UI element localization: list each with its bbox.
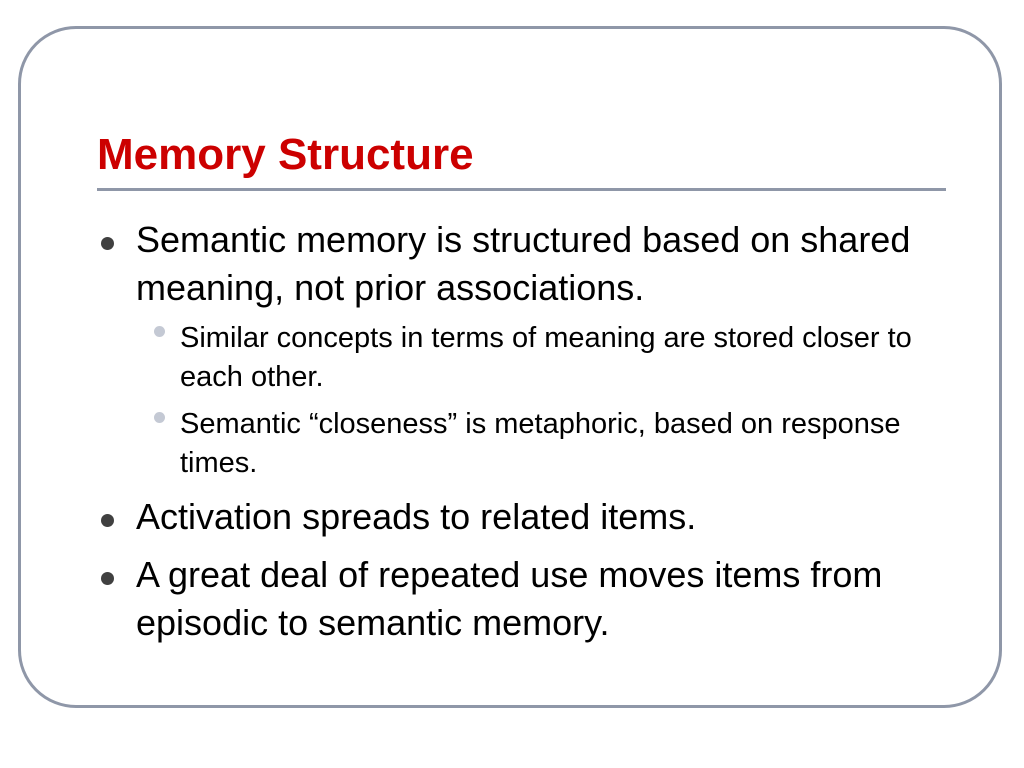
- bullet-text: Semantic memory is structured based on s…: [136, 219, 911, 308]
- bullet-dot-icon: [101, 237, 114, 250]
- bullet-list: Semantic memory is structured based on s…: [96, 216, 966, 657]
- sub-bullet-dot-icon: [154, 326, 165, 337]
- bullet-item: Semantic memory is structured based on s…: [96, 216, 966, 483]
- slide-frame: [18, 26, 1002, 708]
- bullet-item: A great deal of repeated use moves items…: [96, 551, 966, 647]
- bullet-item: Activation spreads to related items.: [96, 493, 966, 541]
- sub-bullet-list: Similar concepts in terms of meaning are…: [136, 319, 966, 483]
- bullet-text: Activation spreads to related items.: [136, 496, 697, 537]
- bullet-dot-icon: [101, 514, 114, 527]
- bullet-text: A great deal of repeated use moves items…: [136, 554, 883, 643]
- title-divider: [97, 188, 946, 191]
- sub-bullet-item: Semantic “closeness” is metaphoric, base…: [136, 405, 966, 483]
- bullet-dot-icon: [101, 572, 114, 585]
- sub-bullet-dot-icon: [154, 412, 165, 423]
- sub-bullet-text: Similar concepts in terms of meaning are…: [180, 322, 912, 393]
- sub-bullet-item: Similar concepts in terms of meaning are…: [136, 319, 966, 397]
- sub-bullet-text: Semantic “closeness” is metaphoric, base…: [180, 408, 901, 479]
- slide-title: Memory Structure: [97, 130, 474, 179]
